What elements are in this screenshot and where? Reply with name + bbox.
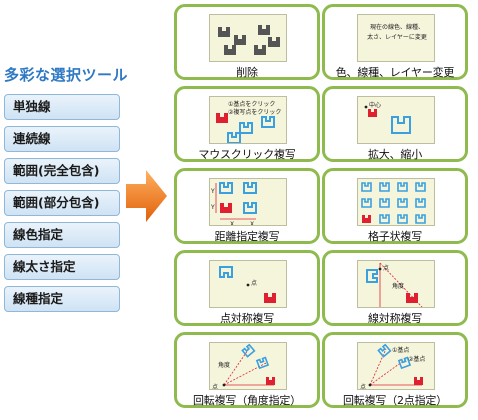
label-x2: X (250, 221, 254, 226)
line-symmetry-preview-icon: 点 角度 (357, 260, 435, 308)
rotate-two-point-preview-icon: ①基点 ②基点 点 (357, 342, 435, 390)
note-line-1: 現在の線色、線種、 (370, 23, 424, 31)
label-x1: X (230, 221, 234, 226)
click-copy-preview-icon: ①基点をクリック ②複写点をクリック (209, 96, 287, 144)
feature-card-delete: 削除 (174, 4, 320, 80)
feature-card-grid-copy: 格子状複写 (322, 168, 468, 244)
distance-copy-preview-icon: Y Y X X (209, 178, 287, 226)
label-point: 点 (383, 264, 389, 272)
tool-button-line-color[interactable]: 線色指定 (4, 222, 120, 248)
label-y1: Y (210, 188, 215, 195)
feature-card-scale: 中心 拡大、縮小 (322, 86, 468, 162)
grid-copy-preview-icon (357, 178, 435, 226)
label-point: 点 (251, 279, 257, 287)
card-caption: 削除 (236, 66, 258, 79)
card-caption: 点対称複写 (220, 312, 274, 325)
scale-preview-icon: 中心 (357, 96, 435, 144)
card-caption: 線対称複写 (368, 312, 422, 325)
delete-preview-icon (209, 14, 287, 62)
label-angle: 角度 (392, 282, 404, 290)
card-caption: 色、線種、レイヤー変更 (335, 66, 455, 79)
label-center: 中心 (369, 101, 381, 109)
label-base-2: ②基点 (408, 355, 425, 363)
label-angle: 角度 (218, 361, 230, 369)
label-base-1: ①基点 (392, 346, 409, 354)
card-caption: マウスクリック複写 (198, 148, 296, 161)
feature-card-click-copy: ①基点をクリック ②複写点をクリック マウスクリック複写 (174, 86, 320, 162)
card-caption: 距離指定複写 (214, 230, 280, 243)
feature-card-point-symmetry: 点 点対称複写 (174, 250, 320, 326)
feature-card-distance-copy: Y Y X X 距離指定複写 (174, 168, 320, 244)
label-base-click: ①基点をクリック (228, 100, 275, 108)
card-caption: 格子状複写 (368, 230, 422, 243)
feature-card-line-symmetry: 点 角度 線対称複写 (322, 250, 468, 326)
point-symmetry-preview-icon: 点 (209, 260, 287, 308)
feature-card-property-change: 現在の線色、線種、 太さ、レイヤーに変更 色、線種、レイヤー変更 (322, 4, 468, 80)
card-caption: 回転複写（2点指定） (343, 394, 447, 407)
note-line-2: 太さ、レイヤーに変更 (367, 33, 427, 41)
label-point: 点 (360, 383, 366, 390)
label-copy-click: ②複写点をクリック (228, 108, 281, 116)
tool-button-range-partial[interactable]: 範囲(部分包含) (4, 190, 120, 216)
label-y2: Y (210, 204, 215, 211)
rotate-angle-preview-icon: 角度 点 (209, 342, 287, 390)
arrow-right-icon (126, 170, 167, 222)
tool-button-line-width[interactable]: 線太さ指定 (4, 254, 120, 280)
property-change-preview-icon: 現在の線色、線種、 太さ、レイヤーに変更 (357, 14, 435, 62)
feature-card-rotate-angle: 角度 点 回転複写（角度指定） (174, 332, 320, 408)
tool-button-single-line[interactable]: 単独線 (4, 94, 120, 120)
feature-card-rotate-two-point: ①基点 ②基点 点 回転複写（2点指定） (322, 332, 468, 408)
tool-button-continuous-line[interactable]: 連続線 (4, 126, 120, 152)
tool-button-range-full[interactable]: 範囲(完全包含) (4, 158, 120, 184)
card-caption: 拡大、縮小 (368, 148, 422, 161)
card-caption: 回転複写（角度指定） (193, 394, 301, 407)
label-point: 点 (212, 383, 218, 390)
tool-list-heading: 多彩な選択ツール (4, 66, 129, 84)
tool-button-line-type[interactable]: 線種指定 (4, 286, 120, 312)
